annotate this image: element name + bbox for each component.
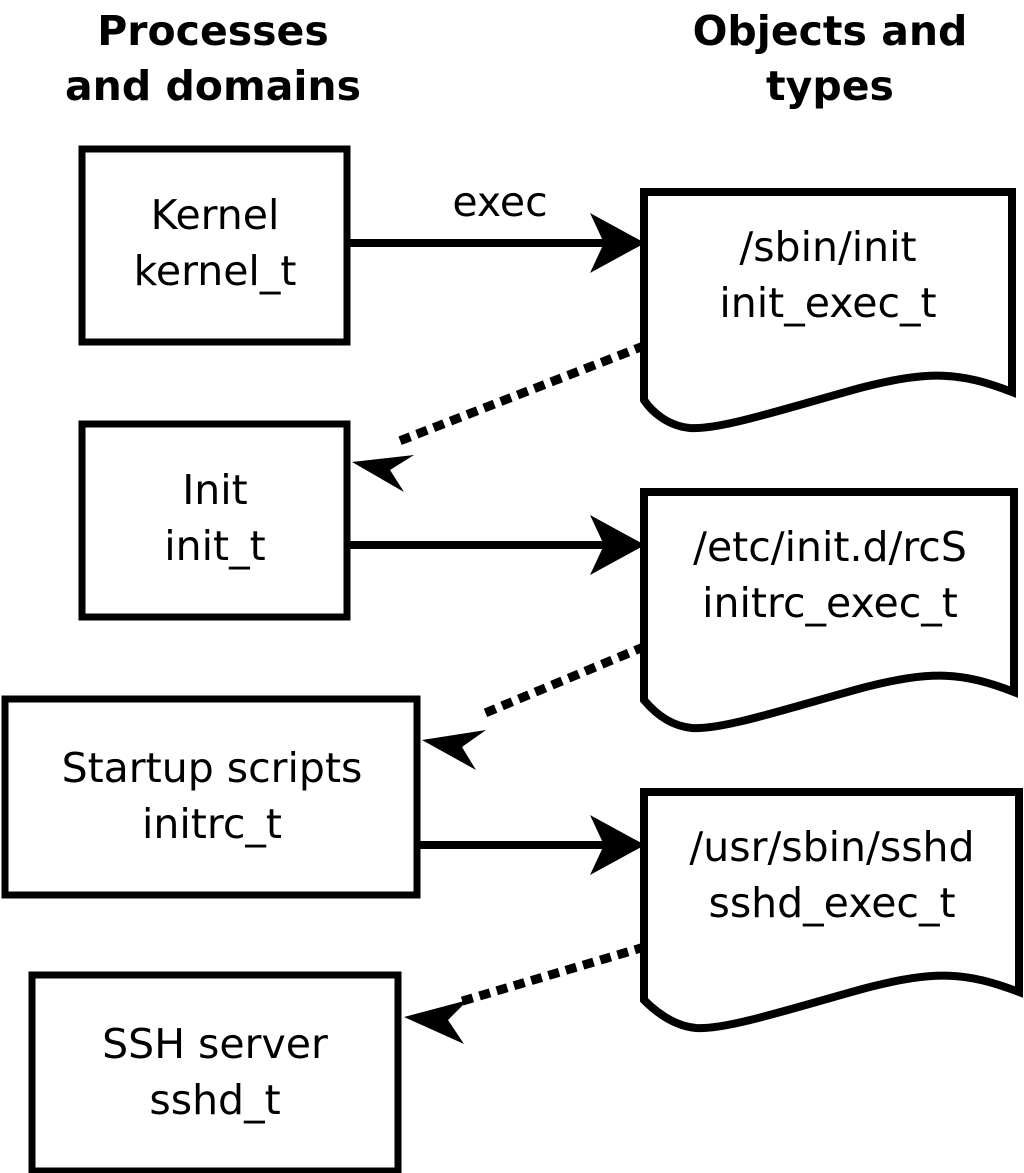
object-node-init-exec-line1: /sbin/init (739, 223, 916, 271)
edge-line-initrc-exec-transition (472, 642, 647, 722)
object-node-init-exec[interactable]: /sbin/init init_exec_t (640, 188, 1016, 433)
arrow-head-initrc-exec (590, 815, 645, 875)
process-node-startup-scripts-line2: initrc_t (142, 800, 282, 848)
edge-initrc-exec-sshd-exec (420, 815, 645, 875)
arrow-head-init-exec (590, 515, 645, 575)
edge-line-sshd-exec-transition (460, 942, 647, 1006)
object-node-initrc-exec-line2: initrc_exec_t (702, 579, 958, 627)
edge-initrc-exec-transition-initrc (422, 642, 647, 770)
process-node-ssh-server[interactable]: SSH server sshd_t (28, 971, 402, 1173)
arrow-head-init-exec-transition (352, 455, 414, 492)
arrow-head-kernel-exec (590, 213, 645, 273)
process-node-ssh-server-line2: sshd_t (149, 1076, 280, 1124)
edge-init-exec-transition-init (352, 341, 647, 492)
edge-kernel-exec-init-exec: exec (350, 178, 645, 273)
edge-label-exec: exec (452, 178, 547, 226)
process-node-kernel[interactable]: Kernel kernel_t (78, 145, 351, 346)
object-node-initrc-exec-line1: /etc/init.d/rcS (693, 523, 967, 571)
column-header-objects-line1: Objects and (693, 7, 968, 55)
process-node-kernel-line2: kernel_t (134, 247, 297, 295)
object-node-sshd-exec-line2: sshd_exec_t (708, 879, 955, 927)
edge-init-exec-initrc-exec (350, 515, 645, 575)
object-node-init-exec-line2: init_exec_t (719, 279, 936, 327)
arrow-head-initrc-exec-transition (422, 730, 486, 770)
object-node-sshd-exec-line1: /usr/sbin/sshd (689, 823, 974, 871)
column-header-processes-line2: and domains (65, 62, 361, 110)
process-node-init[interactable]: Init init_t (78, 420, 351, 621)
process-node-startup-scripts-line1: Startup scripts (62, 744, 363, 792)
object-node-sshd-exec-shape[interactable] (640, 788, 1023, 1033)
process-node-ssh-server-box[interactable] (28, 971, 402, 1173)
process-node-init-line1: Init (182, 466, 248, 514)
column-header-processes: Processes and domains (65, 7, 361, 110)
edge-sshd-exec-transition-sshd (404, 942, 647, 1044)
arrow-head-sshd-exec-transition (404, 1000, 468, 1044)
column-header-objects-line2: types (766, 62, 894, 110)
object-node-initrc-exec-shape[interactable] (640, 488, 1018, 733)
object-node-sshd-exec[interactable]: /usr/sbin/sshd sshd_exec_t (640, 788, 1023, 1033)
process-node-init-box[interactable] (78, 420, 351, 621)
process-node-kernel-box[interactable] (78, 145, 351, 346)
column-header-processes-line1: Processes (97, 7, 329, 55)
process-node-startup-scripts-box[interactable] (1, 695, 421, 899)
edge-line-init-exec-transition (396, 341, 647, 446)
object-node-init-exec-shape[interactable] (640, 188, 1016, 433)
process-node-ssh-server-line1: SSH server (102, 1020, 328, 1068)
column-header-objects: Objects and types (693, 7, 968, 110)
process-node-kernel-line1: Kernel (151, 191, 280, 239)
process-node-init-line2: init_t (164, 522, 265, 570)
object-node-initrc-exec[interactable]: /etc/init.d/rcS initrc_exec_t (640, 488, 1018, 733)
process-node-startup-scripts[interactable]: Startup scripts initrc_t (1, 695, 421, 899)
